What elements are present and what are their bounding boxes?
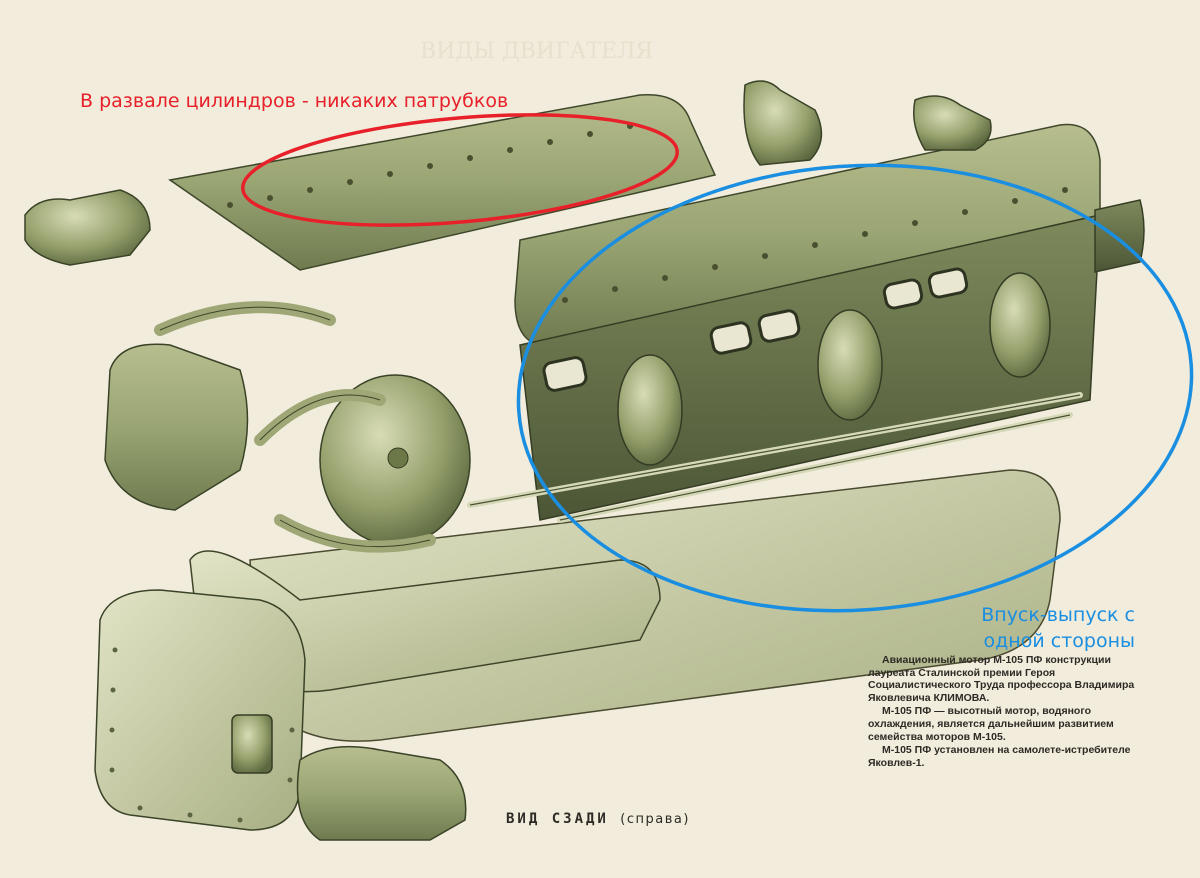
view-label: ВИД СЗАДИ (справа) (506, 811, 690, 827)
water-pump (296, 745, 467, 841)
distributor (24, 189, 151, 266)
head-cover-bolts-left (227, 123, 633, 208)
bleed-through-text: ВИДЫ ДВИГАТЕЛЯ (420, 39, 653, 64)
propeller-shaft (1094, 199, 1145, 273)
caption-paragraph-3: М-105 ПФ установлен на самолете-истребит… (868, 744, 1131, 769)
caption-paragraph-2: М-105 ПФ — высотный мотор, водяного охла… (868, 705, 1114, 743)
intake-domes (617, 272, 1051, 466)
oil-filter (231, 714, 273, 774)
filler-neck (913, 95, 992, 151)
housing-bolts (109, 647, 295, 823)
annotation-blue-label: Впуск-выпуск с одной стороны (960, 602, 1135, 654)
annotation-red-label: В развале цилиндров - никаких патрубков (80, 90, 509, 112)
view-label-sub: (справа) (620, 812, 690, 827)
exhaust-ports (542, 267, 969, 392)
magneto-housing (104, 343, 249, 511)
head-cover-bolts-right (562, 187, 1068, 303)
engine-caption: Авиационный мотор М-105 ПФ конструкции л… (868, 654, 1160, 770)
breather-fitting (743, 80, 823, 166)
annotation-blue-line2: одной стороны (983, 630, 1135, 652)
supercharger-housing (94, 589, 306, 831)
cylinder-head-cover-right (514, 123, 1101, 346)
gear-cover-badge (387, 447, 409, 469)
view-label-main: ВИД СЗАДИ (506, 811, 609, 827)
annotation-ellipse-red (241, 113, 679, 227)
annotation-blue-line1: Впуск-выпуск с (981, 604, 1135, 626)
annotation-ellipse-blue (516, 163, 1194, 613)
cylinder-head-cover-left (168, 93, 717, 271)
caption-paragraph-1: Авиационный мотор М-105 ПФ конструкции л… (868, 654, 1135, 704)
